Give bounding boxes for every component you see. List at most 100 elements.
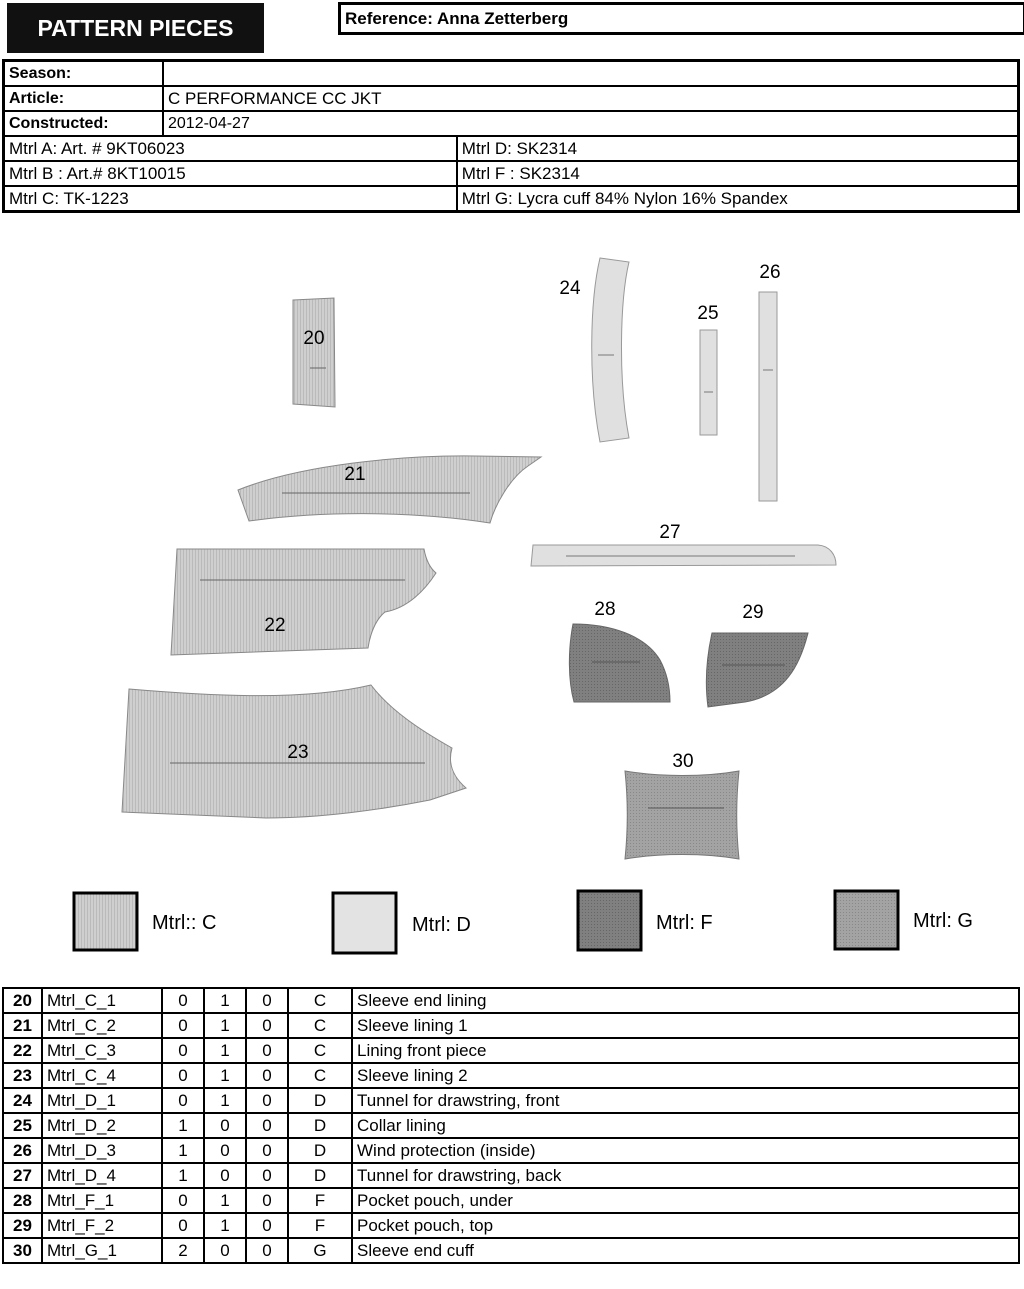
cell-b: 0 (203, 1137, 247, 1164)
cell-c: 0 (245, 1037, 289, 1064)
swatch-g (833, 889, 900, 951)
cell-a: 0 (161, 1187, 205, 1214)
cell-c: 0 (245, 987, 289, 1014)
page-title: PATTERN PIECES (7, 3, 264, 53)
cell-desc: Pocket pouch, under (351, 1187, 1020, 1214)
piece-label-25: 25 (697, 303, 718, 324)
season-label: Season: (2, 59, 164, 87)
pattern-piece-28: 28 (568, 599, 671, 703)
cell-mat: D (287, 1162, 353, 1189)
cell-mat: D (287, 1112, 353, 1139)
cell-desc: Pocket pouch, top (351, 1212, 1020, 1239)
cell-a: 0 (161, 987, 205, 1014)
piece-label-24: 24 (559, 278, 581, 299)
pattern-piece-21: 21 (237, 455, 543, 524)
cell-code: Mtrl_F_1 (41, 1187, 163, 1214)
cell-desc: Collar lining (351, 1112, 1020, 1139)
cell-c: 0 (245, 1112, 289, 1139)
cell-code: Mtrl_C_1 (41, 987, 163, 1014)
legend-label-f: Mtrl: F (656, 912, 713, 934)
cell-c: 0 (245, 1137, 289, 1164)
cell-c: 0 (245, 1237, 289, 1264)
swatch-c (72, 891, 139, 952)
pattern-piece-26: 26 (758, 262, 781, 502)
cell-b: 1 (203, 1187, 247, 1214)
cell-mat: D (287, 1137, 353, 1164)
pattern-piece-24: 24 (559, 257, 630, 443)
cell-a: 2 (161, 1237, 205, 1264)
material-b: Mtrl B : Art.# 8KT10015 (2, 160, 458, 187)
pattern-piece-30: 30 (624, 751, 740, 860)
material-row: Mtrl B : Art.# 8KT10015 Mtrl F : SK2314 (2, 160, 1020, 187)
cell-desc: Wind protection (inside) (351, 1137, 1020, 1164)
cell-a: 0 (161, 1037, 205, 1064)
cell-b: 0 (203, 1237, 247, 1264)
cell-num: 29 (2, 1212, 43, 1239)
legend-item-g: Mtrl: G (833, 889, 973, 951)
season-value (162, 59, 1020, 87)
pattern-piece-25: 25 (697, 303, 719, 436)
cell-code: Mtrl_G_1 (41, 1237, 163, 1264)
pattern-piece-22: 22 (170, 548, 437, 656)
cell-mat: D (287, 1087, 353, 1114)
cell-mat: G (287, 1237, 353, 1264)
cell-num: 20 (2, 987, 43, 1014)
cell-mat: C (287, 987, 353, 1014)
cell-num: 21 (2, 1012, 43, 1039)
cell-mat: F (287, 1212, 353, 1239)
cell-code: Mtrl_C_2 (41, 1012, 163, 1039)
cell-num: 23 (2, 1062, 43, 1089)
cell-desc: Sleeve lining 2 (351, 1062, 1020, 1089)
pattern-drawing: 20 21 22 23 24 25 26 27 (72, 257, 973, 955)
cell-mat: F (287, 1187, 353, 1214)
cell-num: 28 (2, 1187, 43, 1214)
cell-num: 24 (2, 1087, 43, 1114)
cell-c: 0 (245, 1162, 289, 1189)
cell-code: Mtrl_C_4 (41, 1062, 163, 1089)
cell-a: 1 (161, 1112, 205, 1139)
cell-c: 0 (245, 1087, 289, 1114)
constructed-label: Constructed: (2, 110, 164, 137)
cell-b: 1 (203, 1012, 247, 1039)
material-c: Mtrl C: TK-1223 (2, 185, 458, 213)
legend-label-d: Mtrl: D (412, 914, 471, 936)
cell-a: 0 (161, 1012, 205, 1039)
cell-c: 0 (245, 1187, 289, 1214)
piece-label-21: 21 (344, 464, 365, 485)
material-d: Mtrl D: SK2314 (455, 135, 1020, 162)
constructed-row: Constructed: 2012-04-27 (2, 110, 1020, 137)
cell-a: 0 (161, 1212, 205, 1239)
cell-code: Mtrl_D_3 (41, 1137, 163, 1164)
material-row: Mtrl A: Art. # 9KT06023 Mtrl D: SK2314 (2, 135, 1020, 162)
season-row: Season: (2, 59, 1020, 87)
piece-label-27: 27 (659, 522, 680, 543)
pattern-piece-29: 29 (705, 602, 809, 708)
piece-label-29: 29 (742, 602, 763, 623)
piece-label-26: 26 (759, 262, 780, 283)
piece-label-28: 28 (594, 599, 615, 620)
piece-label-30: 30 (672, 751, 693, 772)
cell-num: 25 (2, 1112, 43, 1139)
legend-label-g: Mtrl: G (913, 910, 973, 932)
article-row: Article: C PERFORMANCE CC JKT (2, 85, 1020, 112)
cell-num: 26 (2, 1137, 43, 1164)
cell-desc: Lining front piece (351, 1037, 1020, 1064)
cell-desc: Sleeve end lining (351, 987, 1020, 1014)
swatch-d (331, 891, 398, 955)
cell-code: Mtrl_D_2 (41, 1112, 163, 1139)
cell-code: Mtrl_D_4 (41, 1162, 163, 1189)
cell-mat: C (287, 1012, 353, 1039)
cell-a: 1 (161, 1162, 205, 1189)
reference-field: Reference: Anna Zetterberg (338, 2, 1024, 35)
cell-mat: C (287, 1062, 353, 1089)
cell-b: 1 (203, 1037, 247, 1064)
cell-code: Mtrl_C_3 (41, 1037, 163, 1064)
cell-desc: Tunnel for drawstring, front (351, 1087, 1020, 1114)
cell-a: 0 (161, 1062, 205, 1089)
